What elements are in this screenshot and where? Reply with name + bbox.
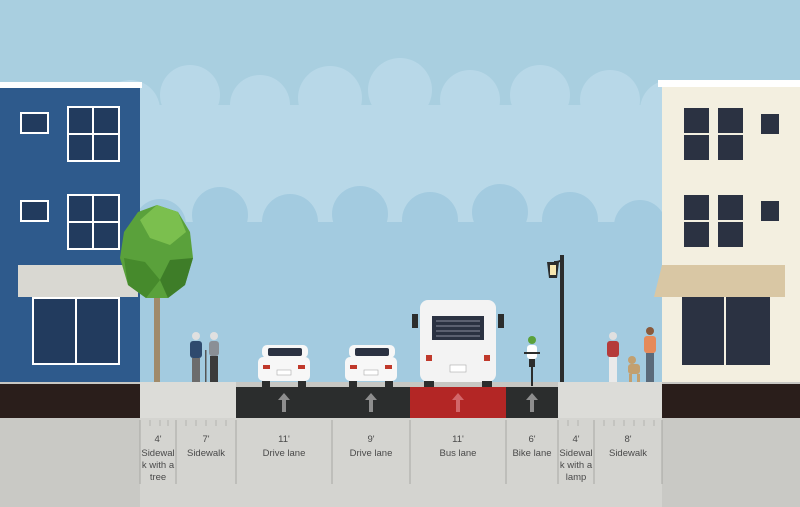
segment-label-sidewalk-right: 8' Sidewalk bbox=[594, 434, 662, 460]
street-lamp-icon bbox=[547, 255, 564, 383]
building-left bbox=[0, 82, 142, 384]
segment-width: 4' bbox=[572, 434, 580, 445]
segment-width: 4' bbox=[154, 434, 162, 445]
awning-right bbox=[654, 265, 785, 297]
segment-name: Bike lane bbox=[512, 448, 552, 459]
curb-right bbox=[662, 384, 800, 418]
segment-name: Bus lane bbox=[439, 448, 477, 459]
segment-width: 8' bbox=[624, 434, 632, 445]
tree-icon bbox=[120, 205, 193, 382]
awning-left bbox=[18, 265, 138, 297]
segment-name: Sidewalk with a tree bbox=[141, 448, 175, 483]
lane-arrow-icon bbox=[278, 393, 538, 412]
segment-dividers bbox=[139, 420, 663, 484]
segment-name: Drive lane bbox=[262, 448, 306, 459]
car-icon bbox=[258, 345, 310, 387]
segment-label-sidewalk-tree: 4' Sidewalk with a tree bbox=[140, 434, 176, 484]
segment-name: Sidewalk bbox=[186, 448, 226, 459]
cloud-band-lower bbox=[130, 184, 670, 392]
building-right bbox=[654, 80, 800, 384]
curb-left bbox=[0, 384, 140, 418]
car-icon bbox=[345, 345, 397, 387]
sidewalk-right bbox=[558, 382, 662, 418]
bus-icon bbox=[412, 300, 504, 387]
cloud-band-upper bbox=[100, 58, 700, 225]
segment-label-drive-lane-2: 9' Drive lane bbox=[332, 434, 410, 460]
segment-label-bus-lane: 11' Bus lane bbox=[410, 434, 506, 460]
segment-width: 9' bbox=[367, 434, 375, 445]
ruler-ticks bbox=[149, 420, 655, 426]
segment-width: 7' bbox=[202, 434, 210, 445]
segment-name: Sidewalk with a lamp bbox=[559, 448, 593, 483]
segment-name: Drive lane bbox=[349, 448, 393, 459]
dog-icon bbox=[628, 356, 640, 382]
pedestrian-icon bbox=[190, 332, 219, 382]
pedestrian-icon bbox=[607, 327, 656, 382]
segment-label-bike-lane: 6' Bike lane bbox=[506, 434, 558, 460]
segment-name: Sidewalk bbox=[608, 448, 648, 459]
segment-label-drive-lane-1: 11' Drive lane bbox=[236, 434, 332, 460]
segment-width: 6' bbox=[528, 434, 536, 445]
segment-width: 11' bbox=[278, 434, 290, 445]
segment-width: 11' bbox=[452, 434, 464, 445]
cyclist-icon bbox=[524, 336, 540, 386]
segment-label-sidewalk-left: 7' Sidewalk bbox=[176, 434, 236, 460]
sidewalk-left bbox=[140, 382, 236, 418]
segment-label-sidewalk-lamp: 4' Sidewalk with a lamp bbox=[558, 434, 594, 484]
